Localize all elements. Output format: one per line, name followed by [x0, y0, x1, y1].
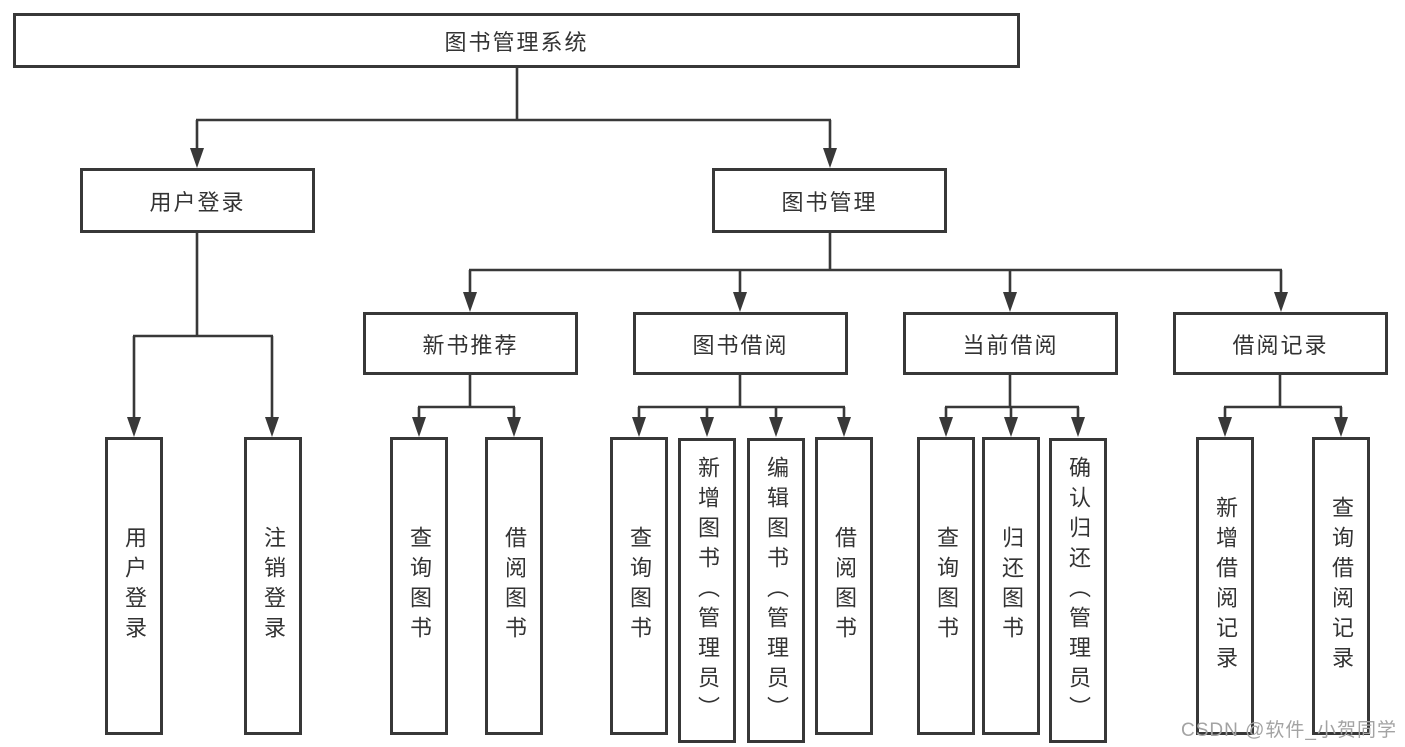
leaf-label: 查询借阅记录 — [1329, 496, 1354, 676]
leaf-label: 查询图书 — [934, 526, 959, 646]
connector-root-to-level2 — [190, 68, 837, 168]
leaf-return-books: 归还图书 — [982, 437, 1040, 735]
connector-book-borrow-branch — [632, 375, 851, 437]
node-label: 图书管理系统 — [444, 29, 589, 55]
leaf-user-login: 用户登录 — [105, 437, 163, 735]
connector-current-borrow-branch — [939, 375, 1085, 437]
leaf-label: 查询图书 — [407, 526, 432, 646]
connector-borrow-record-branch — [1218, 375, 1348, 437]
leaf-query-books-current: 查询图书 — [917, 437, 975, 735]
leaf-query-books-borrow: 查询图书 — [610, 437, 668, 735]
leaf-logout: 注销登录 — [244, 437, 302, 735]
csdn-watermark: CSDN @软件_小贺同学 — [1181, 720, 1397, 741]
node-new-book-recommend: 新书推荐 — [363, 312, 578, 375]
connector-book-management-branch — [463, 233, 1288, 312]
node-book-borrow: 图书借阅 — [633, 312, 848, 375]
node-user-login: 用户登录 — [80, 168, 315, 233]
leaf-query-borrow-record: 查询借阅记录 — [1312, 437, 1370, 735]
node-label: 借阅记录 — [1232, 332, 1329, 358]
leaf-confirm-return-admin: 确认归还（管理员） — [1049, 438, 1107, 743]
leaf-label: 借阅图书 — [832, 526, 857, 646]
node-library-management-system: 图书管理系统 — [13, 13, 1020, 68]
leaf-label: 编辑图书（管理员） — [764, 455, 789, 726]
node-book-management: 图书管理 — [712, 168, 947, 233]
node-label: 图书借阅 — [692, 332, 789, 358]
node-label: 用户登录 — [149, 189, 246, 215]
node-borrow-record: 借阅记录 — [1173, 312, 1388, 375]
leaf-label: 新增借阅记录 — [1213, 496, 1238, 676]
node-current-borrow: 当前借阅 — [903, 312, 1118, 375]
connector-user-login-branch — [127, 233, 279, 437]
leaf-label: 归还图书 — [999, 526, 1024, 646]
node-label: 图书管理 — [781, 189, 878, 215]
leaf-label: 注销登录 — [261, 526, 286, 646]
node-label: 新书推荐 — [422, 332, 519, 358]
leaf-label: 借阅图书 — [502, 526, 527, 646]
leaf-query-books-recommend: 查询图书 — [390, 437, 448, 735]
leaf-label: 查询图书 — [627, 526, 652, 646]
node-label: 当前借阅 — [962, 332, 1059, 358]
connector-new-book-recommend-branch — [412, 375, 521, 437]
leaf-label: 确认归还（管理员） — [1066, 455, 1091, 726]
leaf-label: 用户登录 — [122, 526, 147, 646]
leaf-borrow-books-recommend: 借阅图书 — [485, 437, 543, 735]
leaf-borrow-books: 借阅图书 — [815, 437, 873, 735]
leaf-edit-books-admin: 编辑图书（管理员） — [747, 438, 805, 743]
leaf-label: 新增图书（管理员） — [695, 455, 720, 726]
leaf-add-borrow-record: 新增借阅记录 — [1196, 437, 1254, 735]
leaf-add-books-admin: 新增图书（管理员） — [678, 438, 736, 743]
